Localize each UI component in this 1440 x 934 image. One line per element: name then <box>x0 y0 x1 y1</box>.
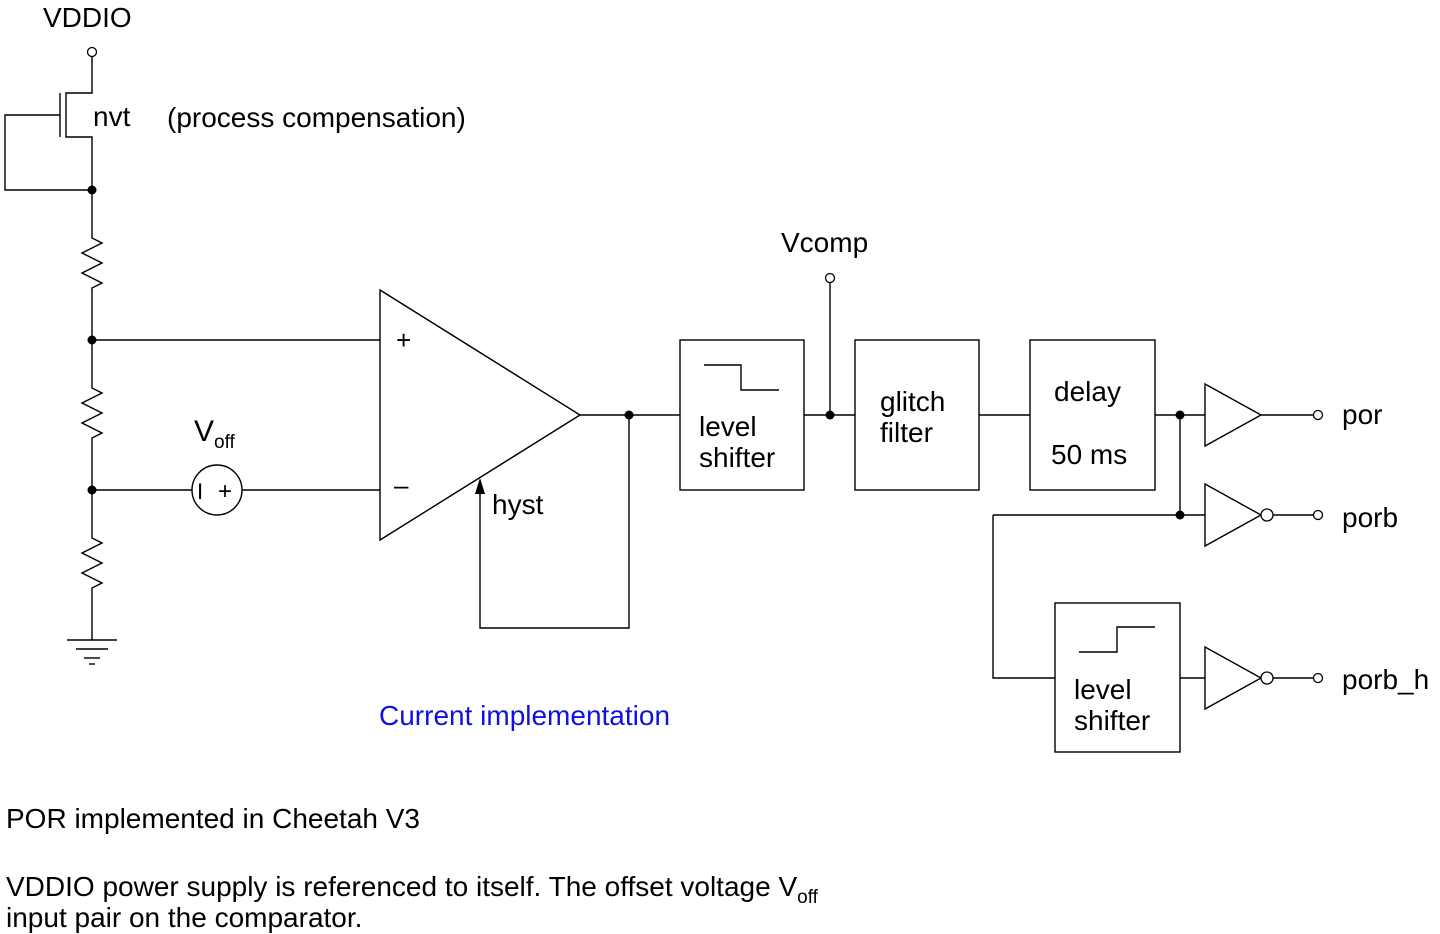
comparator-minus-label: – <box>394 470 409 500</box>
vcomp-label: Vcomp <box>781 227 868 258</box>
nvt-label: nvt <box>93 101 131 132</box>
delay-value: 50 ms <box>1051 439 1127 470</box>
process-compensation-note: (process compensation) <box>167 102 466 133</box>
ground-symbol <box>67 639 117 665</box>
note-line-1: POR implemented in Cheetah V3 <box>6 803 420 834</box>
current-implementation-caption: Current implementation <box>379 700 670 731</box>
hysteresis-feedback <box>475 415 630 629</box>
porb-h-label: porb_h <box>1342 664 1429 695</box>
note-line-3: input pair on the comparator. <box>6 902 362 933</box>
glitch-filter-label: glitch filter <box>880 386 953 448</box>
porb-pin <box>1312 509 1324 521</box>
vcomp-pin <box>824 272 836 284</box>
level-shifter-2 <box>1054 602 1181 753</box>
porb-h-inverter <box>1204 645 1313 711</box>
por-label: por <box>1342 399 1382 430</box>
glitch-filter-block <box>854 339 980 491</box>
vddio-label: VDDIO <box>43 2 132 33</box>
resistor-middle <box>80 340 104 490</box>
resistor-bottom <box>80 490 104 640</box>
delay-block <box>1029 339 1156 491</box>
voff-label: Voff <box>194 415 236 453</box>
comparator <box>379 288 582 542</box>
porb-inverter <box>1204 482 1313 548</box>
level-shifter-1-label: level shifter <box>699 411 775 473</box>
offset-voltage-source <box>191 464 243 516</box>
level-shifter-2-label: level shifter <box>1074 674 1150 736</box>
source-plus-sign: + <box>218 478 232 505</box>
comparator-plus-label: + <box>396 325 411 355</box>
source-minus-sign: I <box>197 479 203 504</box>
por-pin <box>1312 409 1324 421</box>
porb-label: porb <box>1342 502 1398 533</box>
nvt-transistor <box>4 56 93 191</box>
porb-h-pin <box>1312 672 1324 684</box>
hyst-label: hyst <box>492 489 544 520</box>
resistor-top <box>80 190 104 340</box>
por-buffer <box>1204 382 1313 448</box>
note-line-2: VDDIO power supply is referenced to itse… <box>6 871 819 908</box>
delay-label: delay <box>1054 376 1121 407</box>
vddio-pin <box>86 46 98 58</box>
